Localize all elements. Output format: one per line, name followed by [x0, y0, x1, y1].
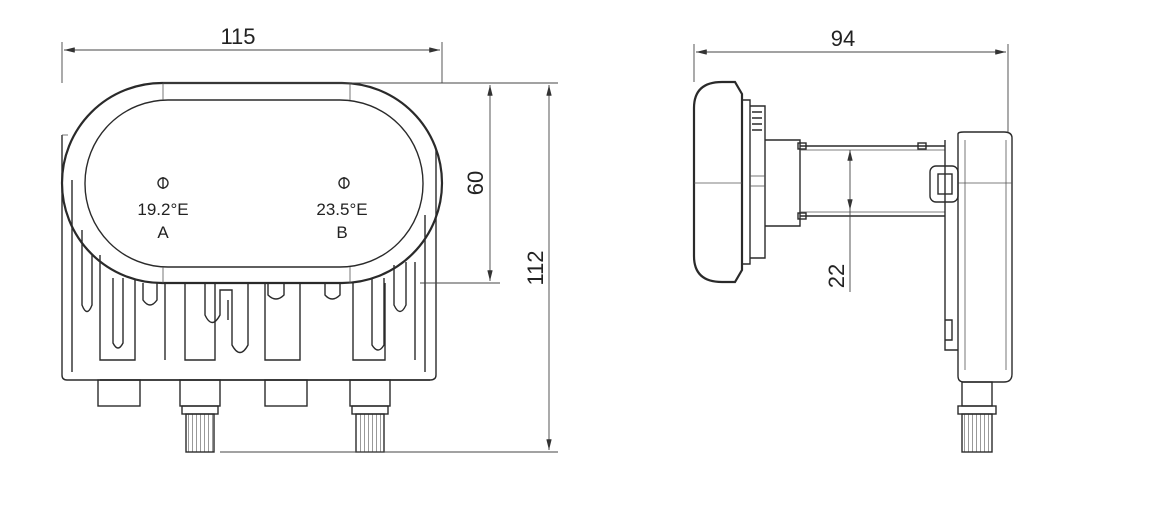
depth-dimension: 94 [693, 26, 1009, 132]
total-height-dimension-label: 112 [523, 250, 548, 285]
port-b-marker: 23.5°E B [316, 177, 368, 242]
connector-a [179, 379, 221, 453]
port-b-orbit-label: 23.5°E [316, 200, 367, 219]
tube-dimension-label: 22 [824, 264, 849, 288]
width-dimension: 115 [61, 24, 443, 83]
port-b-letter: B [336, 223, 347, 242]
front-body [61, 134, 437, 381]
dish-inner [84, 99, 424, 268]
port-a-marker: 19.2°E A [137, 177, 189, 242]
side-flange [742, 99, 801, 265]
front-legs [97, 379, 308, 407]
port-a-letter: A [157, 223, 169, 242]
connector-b [349, 379, 391, 453]
side-dish [692, 80, 744, 284]
width-dimension-label: 115 [220, 24, 255, 49]
port-a-orbit-label: 19.2°E [137, 200, 188, 219]
dish-height-dimension-label: 60 [463, 171, 488, 195]
front-view: 19.2°E A 23.5°E B 115 60 112 [60, 24, 558, 453]
total-height-dimension: 112 [220, 82, 558, 453]
side-connector [957, 381, 997, 453]
side-feed-tube [797, 142, 945, 220]
depth-dimension-label: 94 [831, 26, 855, 51]
side-housing [929, 131, 1013, 383]
side-view: 94 22 [692, 26, 1013, 453]
tube-dimension: 22 [824, 150, 853, 292]
dish-height-dimension: 60 [163, 82, 500, 284]
